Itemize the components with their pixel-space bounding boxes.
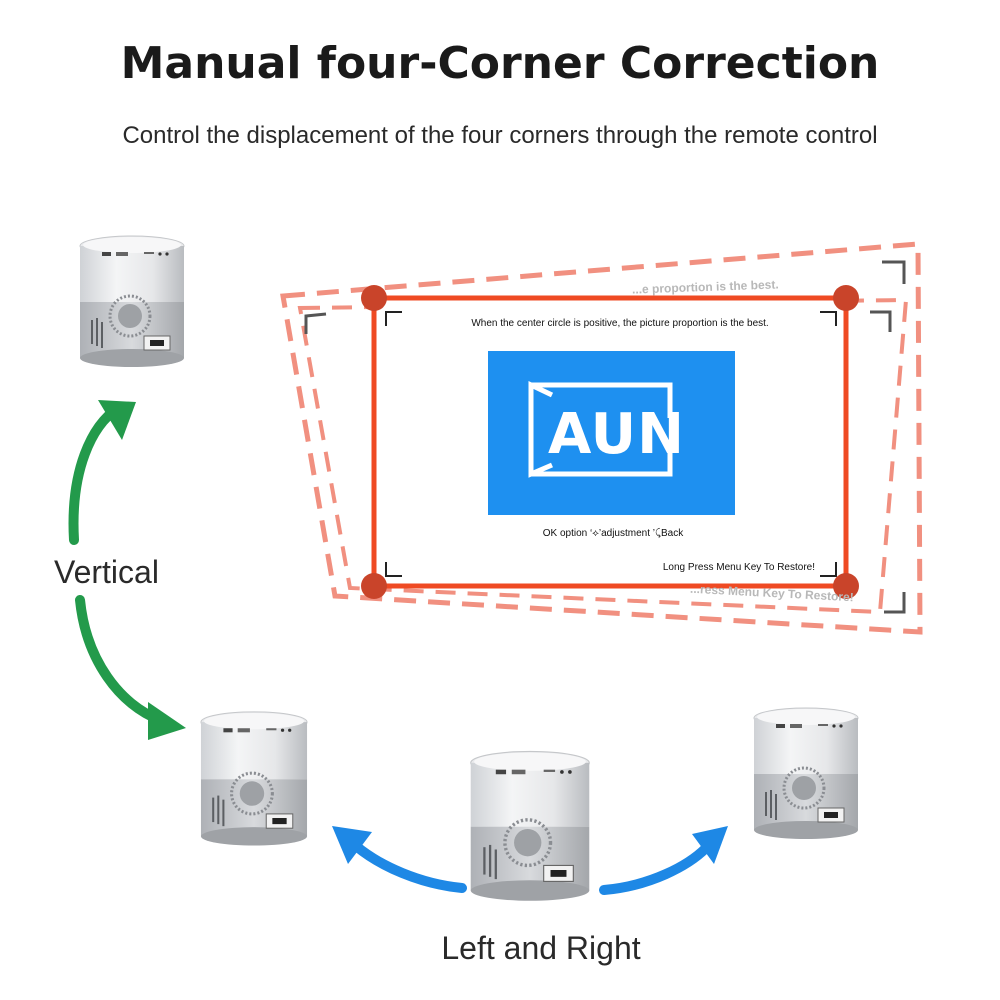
right-arrow <box>599 826 728 895</box>
screen-top-message: When the center circle is positive, the … <box>471 318 769 329</box>
vertical-arrow-up <box>68 400 136 545</box>
left-arrow <box>332 826 467 893</box>
logo-text: AUN <box>548 402 685 467</box>
screen-controls-text: OK option ‘⟡’adjustment ’⤹Back <box>542 528 684 539</box>
left-right-label: Left and Right <box>441 930 641 966</box>
screen-restore-text: Long Press Menu Key To Restore! <box>662 562 815 573</box>
distorted-outline-1 <box>280 241 923 635</box>
logo-frame-icon <box>528 381 673 478</box>
distorted-outline-2 <box>297 297 909 615</box>
corner-dot-top-right[interactable] <box>833 285 859 311</box>
vertical-label: Vertical <box>54 554 159 590</box>
projector-bottom-left <box>199 710 309 848</box>
corner-dot-bottom-right[interactable] <box>833 573 859 599</box>
page-subtitle: Control the displacement of the four cor… <box>122 122 878 149</box>
ghost-corner-marks <box>304 260 906 614</box>
projector-top-left <box>78 234 186 369</box>
projector-bottom-right <box>752 706 860 841</box>
projector-bottom-center <box>469 749 591 903</box>
screen-corner-marks <box>385 311 837 577</box>
corner-dot-top-left[interactable] <box>361 285 387 311</box>
page-title: Manual four-Corner Correction <box>120 38 880 89</box>
corner-handles <box>361 285 859 599</box>
corner-dot-bottom-left[interactable] <box>361 573 387 599</box>
vertical-arrow-down <box>75 595 186 740</box>
